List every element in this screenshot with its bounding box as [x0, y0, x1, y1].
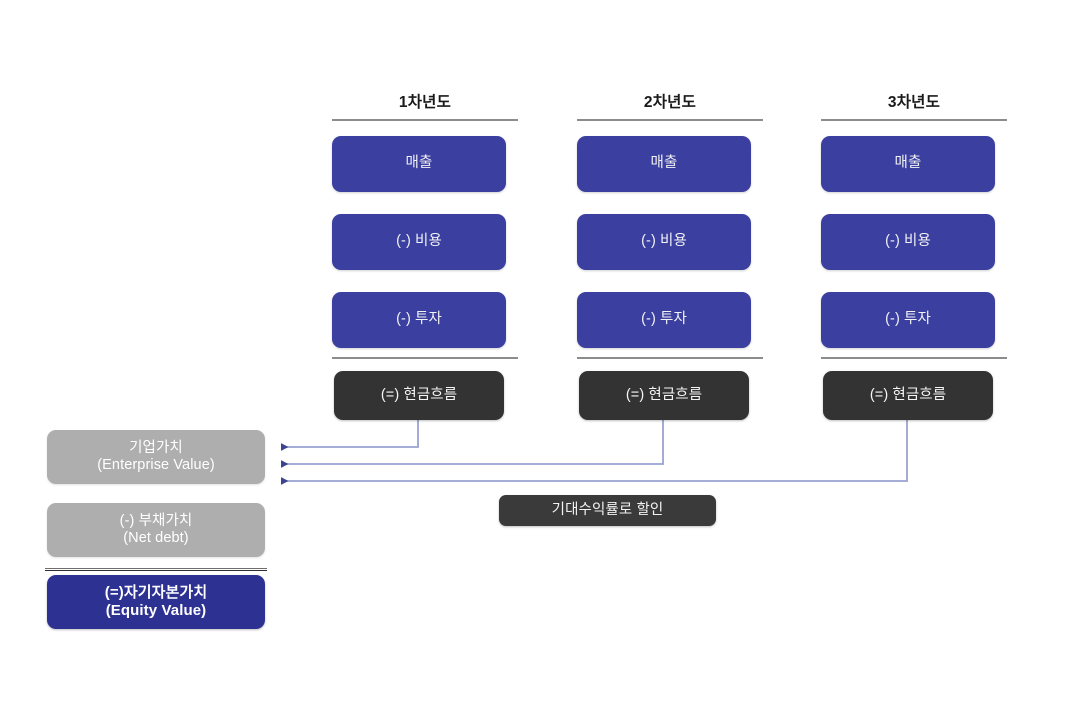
column-header-rule-year1	[332, 119, 518, 121]
column-header-year1: 1차년도	[332, 88, 518, 112]
column-header-year3-label: 3차년도	[887, 94, 941, 111]
column-header-year2-label: 2차년도	[643, 94, 697, 111]
node-year1-cashflow[interactable]: (=) 현금흐름	[334, 371, 504, 420]
column-header-rule-year3	[821, 119, 1007, 121]
column-sum-rule-year1	[332, 357, 518, 359]
node-year2-investment[interactable]: (-) 투자	[577, 292, 751, 348]
node-year3-cost[interactable]: (-) 비용	[821, 214, 995, 270]
node-year2-cashflow[interactable]: (=) 현금흐름	[579, 371, 749, 420]
node-year1-investment[interactable]: (-) 투자	[332, 292, 506, 348]
node-year3-revenue[interactable]: 매출	[821, 136, 995, 192]
node-equity-value[interactable]: (=)자기자본가치 (Equity Value)	[47, 575, 265, 629]
connector-year2	[281, 420, 664, 468]
connector-year3	[281, 420, 908, 485]
column-sum-rule-year2	[577, 357, 763, 359]
column-header-year1-label: 1차년도	[398, 94, 452, 111]
column-header-year3: 3차년도	[821, 88, 1007, 112]
node-discount-rate-label[interactable]: 기대수익률로 할인	[499, 495, 716, 526]
node-year1-revenue[interactable]: 매출	[332, 136, 506, 192]
summary-sum-rule	[45, 568, 267, 571]
node-net-debt[interactable]: (-) 부채가치 (Net debt)	[47, 503, 265, 557]
column-header-rule-year2	[577, 119, 763, 121]
node-year2-revenue[interactable]: 매출	[577, 136, 751, 192]
column-sum-rule-year3	[821, 357, 1007, 359]
node-year1-cost[interactable]: (-) 비용	[332, 214, 506, 270]
connector-year1	[281, 420, 419, 451]
node-year3-investment[interactable]: (-) 투자	[821, 292, 995, 348]
node-enterprise-value[interactable]: 기업가치 (Enterprise Value)	[47, 430, 265, 484]
node-year2-cost[interactable]: (-) 비용	[577, 214, 751, 270]
node-year3-cashflow[interactable]: (=) 현금흐름	[823, 371, 993, 420]
column-header-year2: 2차년도	[577, 88, 763, 112]
